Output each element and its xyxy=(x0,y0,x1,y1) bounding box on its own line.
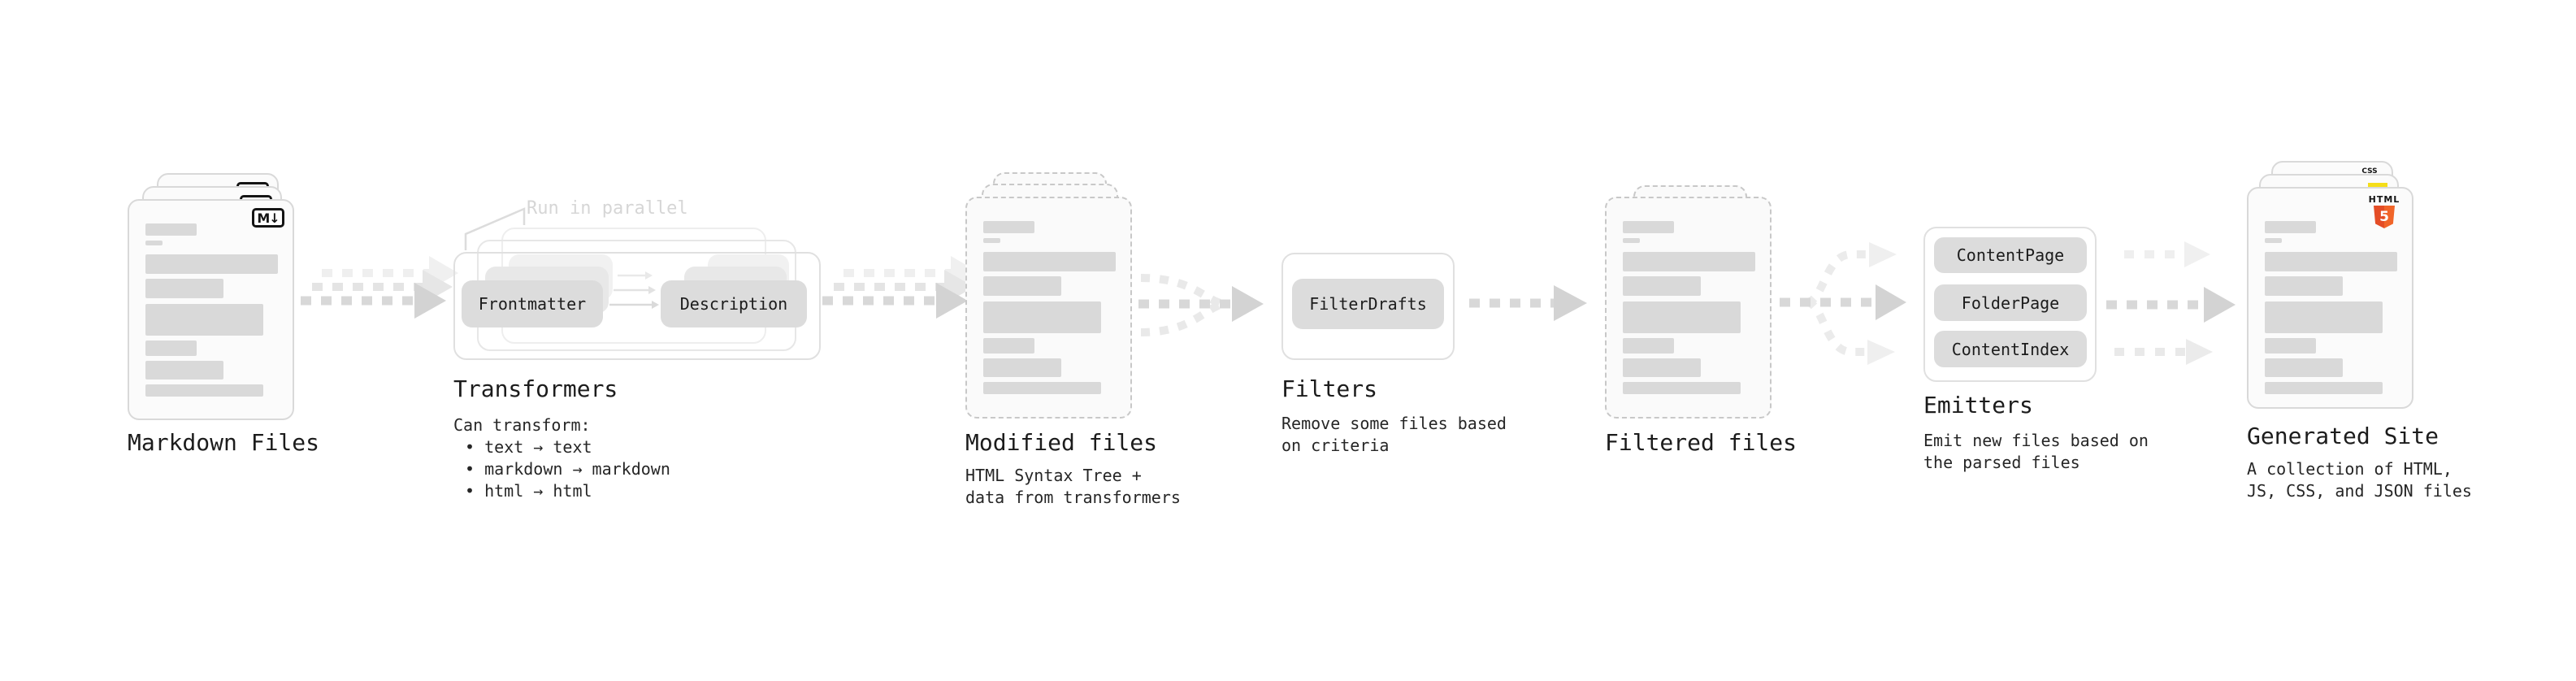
caption-line: on criteria xyxy=(1281,436,1390,455)
filters-caption: Remove some files based on criteria xyxy=(1281,413,1507,457)
caption-line: the parsed files xyxy=(1923,453,2080,472)
arrow-frontmatter-to-description xyxy=(609,271,659,309)
transformer-frontmatter-node: Frontmatter xyxy=(462,280,603,327)
file-content-placeholder xyxy=(129,201,293,397)
file-content-placeholder xyxy=(967,198,1130,394)
caption-line: Emit new files based on xyxy=(1923,431,2149,450)
markdown-icon: M↓ xyxy=(252,208,284,228)
file-card: HTML 5 xyxy=(2247,187,2413,409)
modified-files-caption: HTML Syntax Tree + data from transformer… xyxy=(965,465,1181,509)
filtered-files-label: Filtered files xyxy=(1605,429,1798,456)
filters-heading: Filters xyxy=(1281,375,1378,402)
transformers-panel xyxy=(453,252,821,360)
generated-site-caption: A collection of HTML, JS, CSS, and JSON … xyxy=(2247,458,2472,502)
arrow-modified-to-filters xyxy=(1138,274,1264,336)
caption-line: JS, CSS, and JSON files xyxy=(2247,481,2472,501)
generated-site-label: Generated Site xyxy=(2247,423,2439,449)
emitter-content-index-node: ContentIndex xyxy=(1934,331,2087,367)
file-content-placeholder xyxy=(2249,189,2412,394)
transformers-heading: Transformers xyxy=(453,375,618,402)
caption-bullet: • html → html xyxy=(465,481,592,501)
transformers-caption: Can transform: • text → text • markdown … xyxy=(453,414,670,502)
caption-line: Remove some files based xyxy=(1281,414,1507,433)
arrow-emitters-to-site xyxy=(2106,241,2236,365)
caption-line: HTML Syntax Tree + xyxy=(965,466,1142,485)
emitters-heading: Emitters xyxy=(1923,392,2033,419)
caption-bullet: • markdown → markdown xyxy=(465,459,670,479)
emitter-content-page-node: ContentPage xyxy=(1934,237,2087,273)
caption-line: Can transform: xyxy=(453,415,591,435)
run-in-parallel-note: Run in parallel xyxy=(527,198,688,219)
filter-drafts-node: FilterDrafts xyxy=(1292,279,1444,329)
arrow-filtered-to-emitters xyxy=(1780,242,1906,365)
file-card xyxy=(965,197,1132,419)
emitter-folder-page-node: FolderPage xyxy=(1934,284,2087,321)
markdown-files-label: Markdown Files xyxy=(128,429,320,456)
caption-bullet: • text → text xyxy=(465,437,592,457)
caption-line: data from transformers xyxy=(965,488,1181,507)
note-callout-line xyxy=(464,207,526,250)
transformer-description-node: Description xyxy=(661,280,807,327)
html5-icon: HTML 5 xyxy=(2366,195,2402,228)
arrow-filters-to-filtered xyxy=(1469,285,1587,321)
file-card: M↓ xyxy=(128,199,294,420)
file-card xyxy=(1605,197,1772,419)
arrow-transformers-to-modified xyxy=(822,256,980,319)
modified-files-label: Modified files xyxy=(965,429,1158,456)
caption-line: A collection of HTML, xyxy=(2247,459,2452,479)
emitters-caption: Emit new files based on the parsed files xyxy=(1923,430,2149,474)
file-content-placeholder xyxy=(1607,198,1770,394)
arrow-markdown-to-transformers xyxy=(301,256,458,319)
